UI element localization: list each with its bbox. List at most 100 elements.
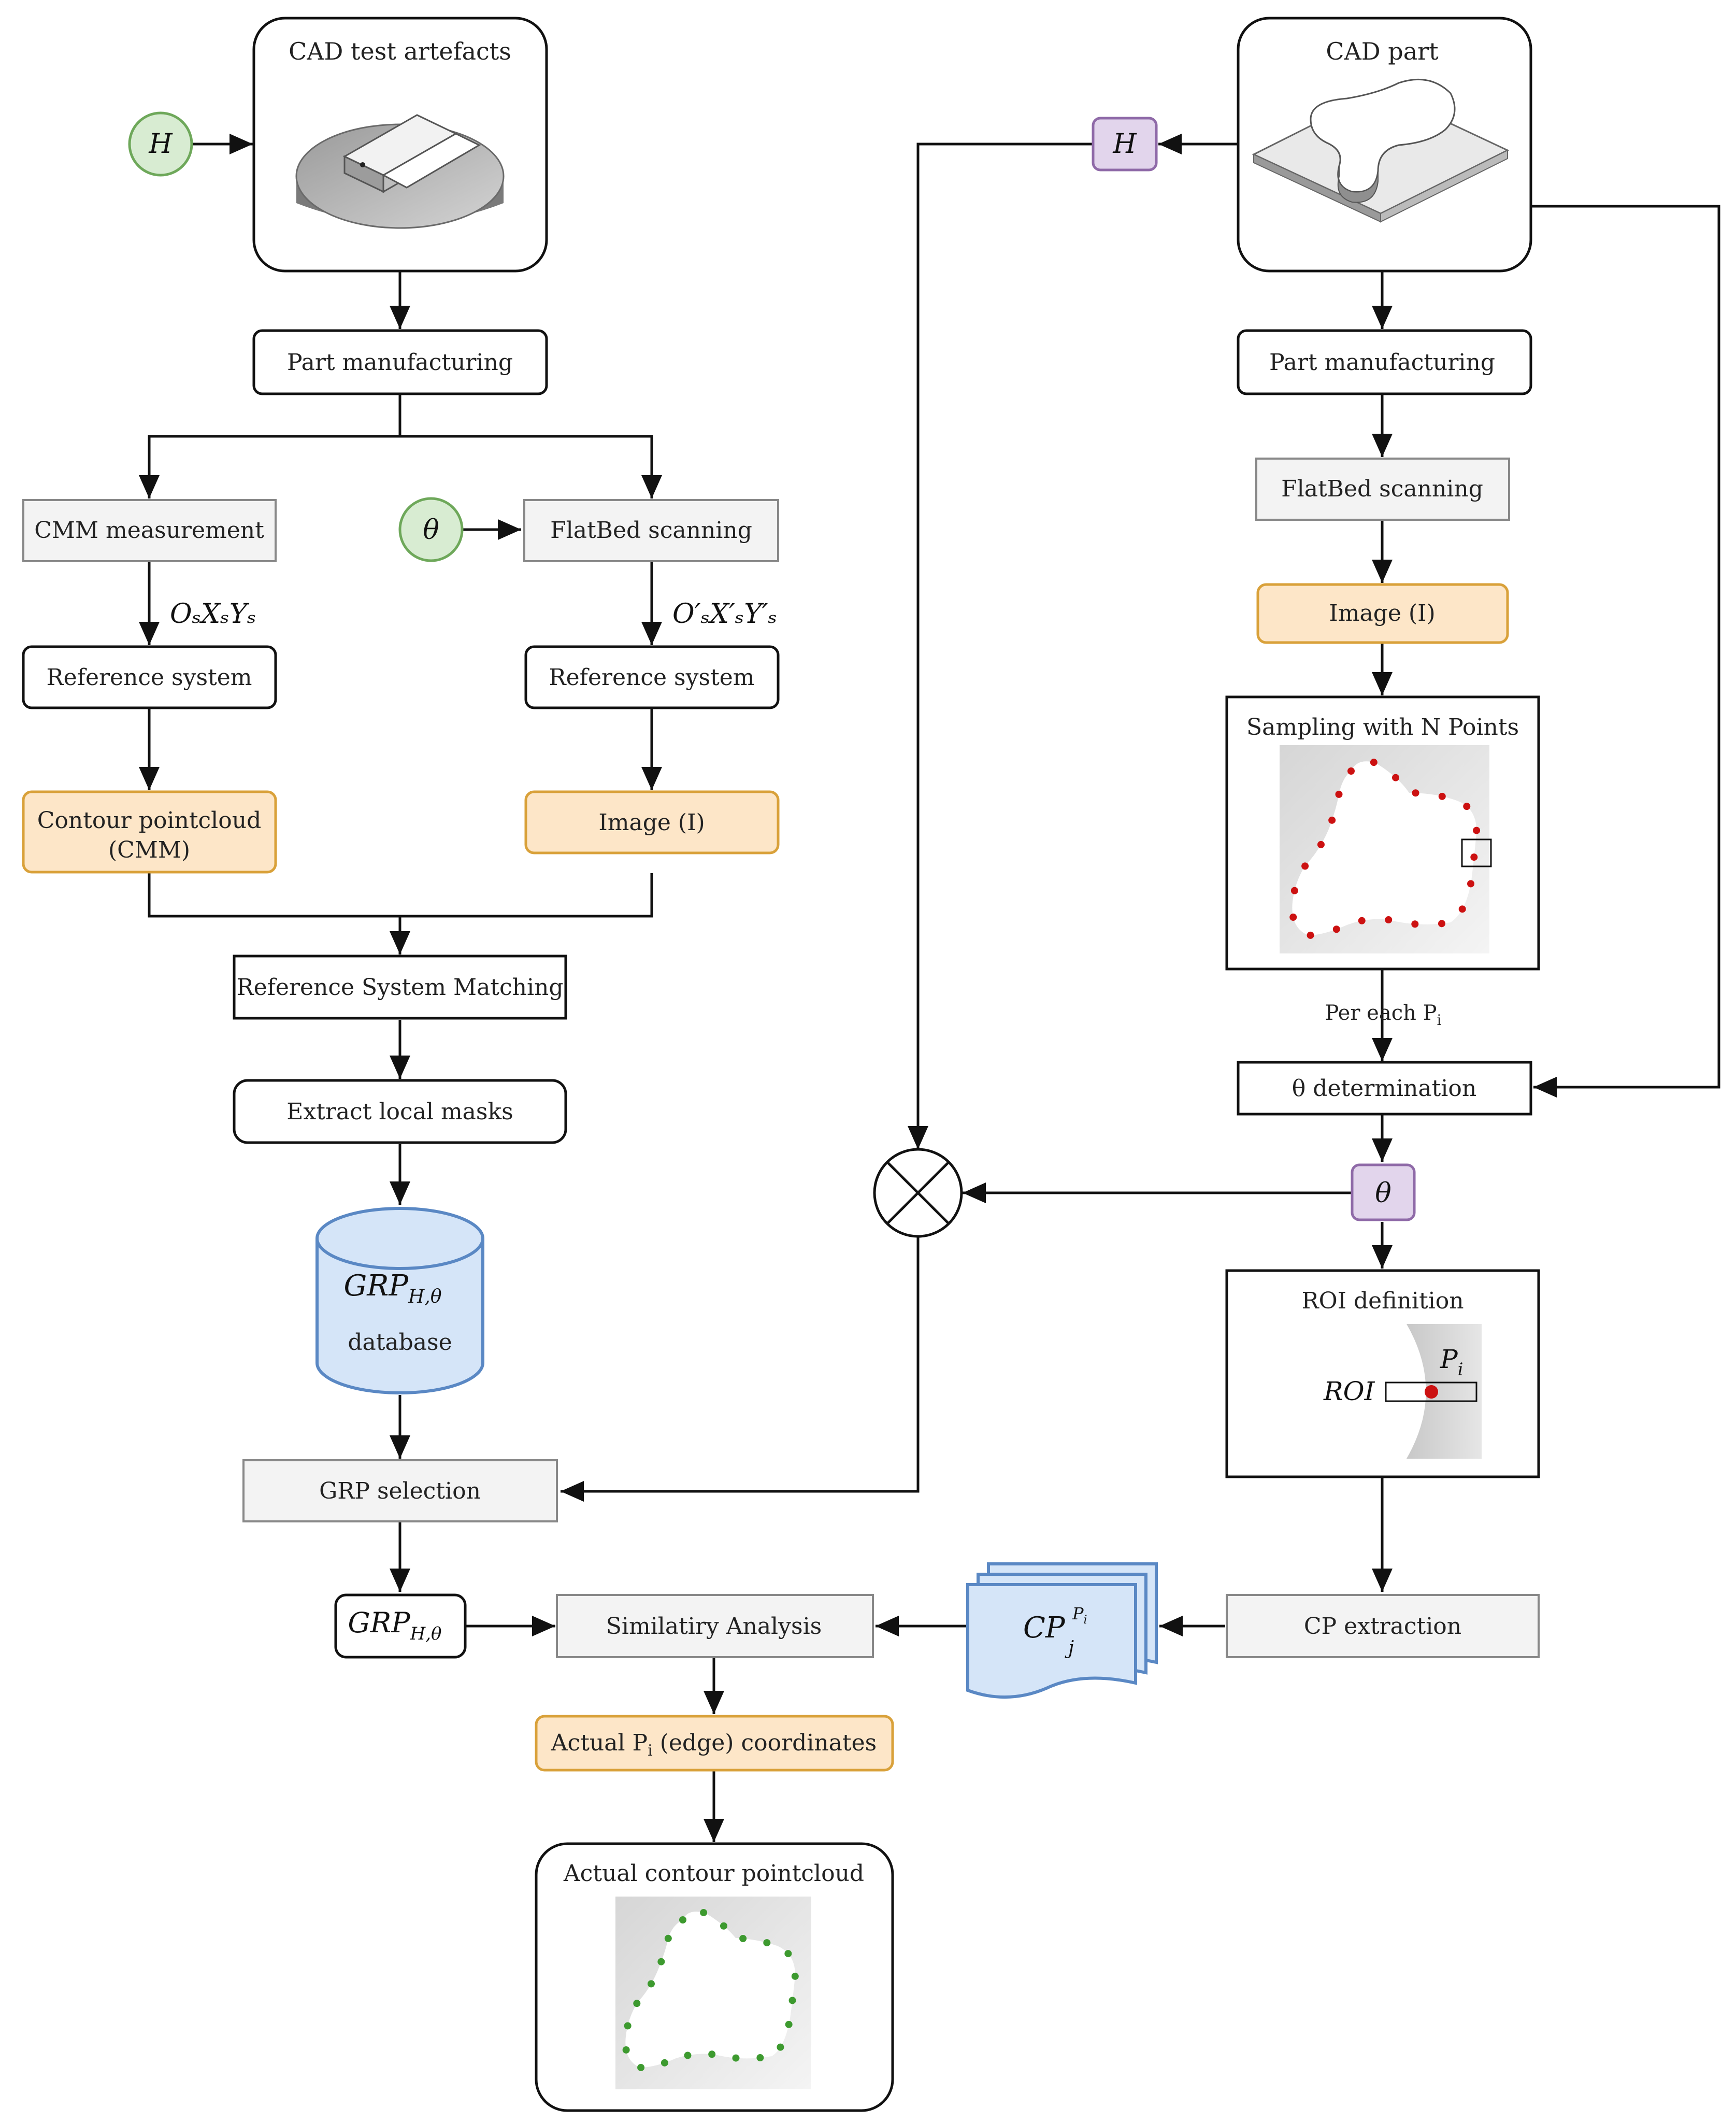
node-grp-h-theta[interactable]: GRPH,θ [334, 1593, 467, 1659]
node-extract-local-masks[interactable]: Extract local masks [233, 1079, 567, 1144]
svg-text:Actual Pi (edge) coordinates: Actual Pi (edge) coordinates [551, 1730, 877, 1760]
contour-point [720, 1922, 727, 1930]
contour-point [664, 1934, 672, 1942]
svg-text:Per each Pi: Per each Pi [1325, 1001, 1442, 1029]
actual-contour-shape [625, 1911, 795, 2068]
contour-point [1328, 816, 1336, 824]
svg-text:Pi: Pi [1440, 1344, 1464, 1380]
contour-point [784, 1950, 792, 1958]
node-label: Actual contour pointcloud [563, 1860, 864, 1887]
db-symbol: GRP [343, 1269, 409, 1303]
node-label: H [148, 129, 173, 160]
cmm-axes-label: OₛXₛYₛ [170, 599, 256, 630]
edge-manuf-to-flatbed [400, 435, 662, 498]
cp-sup: P [1072, 1604, 1084, 1623]
grp-symbol: GRP [348, 1606, 411, 1639]
node-label: Reference system [46, 664, 252, 691]
node-grp-selection[interactable]: GRP selection [242, 1459, 558, 1522]
node-flatbed-scanning-right[interactable]: FlatBed scanning [1255, 458, 1510, 521]
actual-pre: Actual P [551, 1730, 648, 1756]
roi-image [1407, 1324, 1482, 1459]
contour-point [1438, 792, 1446, 800]
node-theta-determination[interactable]: θ determination [1237, 1061, 1532, 1116]
actual-sub: i [648, 1742, 653, 1760]
contour-point [684, 2051, 692, 2059]
node-part-manufacturing-left[interactable]: Part manufacturing [252, 329, 548, 395]
node-cmm-measurement[interactable]: CMM measurement [22, 499, 277, 562]
node-label: Part manufacturing [1269, 349, 1495, 376]
node-theta-input-left[interactable]: θ [398, 497, 464, 562]
node-contour-pointcloud-cmm[interactable]: Contour pointcloud (CMM) [22, 790, 277, 874]
node-label: FlatBed scanning [1281, 476, 1483, 502]
roi-label: ROI [1323, 1376, 1375, 1406]
node-cp-documents[interactable]: CP j Pi [966, 1562, 1158, 1699]
node-multiply[interactable] [873, 1148, 963, 1238]
contour-point [1392, 774, 1400, 781]
roi-window [1385, 1381, 1477, 1402]
contour-point [637, 2063, 645, 2071]
node-cp-extraction[interactable]: CP extraction [1226, 1594, 1540, 1658]
contour-point [1317, 840, 1325, 848]
node-actual-coordinates[interactable]: Actual Pi (edge) coordinates [535, 1715, 894, 1772]
contour-point [1347, 767, 1355, 775]
contour-point [657, 1958, 665, 1965]
scan-axes-label: O′ₛX′ₛY′ₛ [672, 599, 777, 630]
node-label: Reference system [549, 664, 754, 691]
node-cad-part[interactable]: CAD part [1237, 17, 1532, 273]
roi-point [1425, 1385, 1438, 1399]
node-h-param[interactable]: H [1092, 117, 1158, 172]
node-reference-system-matching[interactable]: Reference System Matching [233, 954, 567, 1020]
sampling-highlight-box [1461, 838, 1492, 867]
node-part-manufacturing-right[interactable]: Part manufacturing [1237, 329, 1532, 395]
node-label: Extract local masks [286, 1099, 513, 1125]
node-cad-test-artefacts[interactable]: CAD test artefacts [252, 17, 548, 273]
contour-point [1411, 920, 1419, 928]
multiply-icon [886, 1161, 950, 1224]
node-label: ROI definition [1301, 1288, 1464, 1314]
contour-point [1467, 880, 1475, 888]
edge-contour-to-matching [148, 873, 410, 954]
node-label: θ [423, 515, 439, 546]
node-roi-definition[interactable]: ROI definition ROI Pi [1225, 1269, 1540, 1478]
cad-test-artefact-illustration [295, 114, 505, 229]
grp-subscript: H,θ [410, 1623, 442, 1644]
contour-point [1370, 759, 1378, 766]
contour-point [661, 2059, 668, 2067]
node-flatbed-scanning-left[interactable]: FlatBed scanning [523, 499, 779, 562]
node-image-right[interactable]: Image (I) [1256, 583, 1509, 644]
node-label: H [1112, 129, 1137, 160]
node-label: CP extraction [1304, 1613, 1461, 1640]
per-each-label: Per each P [1325, 1001, 1437, 1025]
node-label: CMM measurement [34, 517, 264, 544]
contour-point [633, 2000, 641, 2007]
node-similarity-analysis[interactable]: Similatiry Analysis [556, 1594, 874, 1658]
node-grp-database[interactable]: GRPH,θ database [315, 1207, 484, 1394]
per-each-sub: i [1437, 1011, 1441, 1029]
node-label: CAD test artefacts [289, 37, 511, 65]
svg-text:GRPH,θ: GRPH,θ [343, 1269, 441, 1307]
node-theta-param[interactable]: θ [1351, 1163, 1416, 1221]
node-label: Image (I) [1329, 600, 1435, 626]
contour-point [679, 1916, 686, 1923]
node-reference-system-b[interactable]: Reference system [524, 645, 780, 709]
contour-point [1358, 917, 1366, 924]
node-image-left[interactable]: Image (I) [524, 790, 780, 854]
contour-point [1438, 920, 1445, 928]
node-label-line1: Contour pointcloud [37, 807, 261, 834]
node-reference-system-a[interactable]: Reference system [22, 645, 277, 709]
node-h-input-left[interactable]: H [128, 111, 193, 177]
node-sampling[interactable]: Sampling with N Points [1225, 695, 1540, 971]
node-actual-contour-pointcloud[interactable]: Actual contour pointcloud [535, 1842, 894, 2112]
sampling-contour [1292, 761, 1477, 935]
contour-point [1473, 827, 1481, 834]
contour-point [1332, 925, 1340, 933]
contour-point [777, 2043, 784, 2051]
edges [139, 134, 1720, 1842]
contour-point [763, 1939, 771, 1947]
edge-image-to-matching [400, 873, 653, 918]
node-label: Image (I) [598, 809, 705, 836]
contour-point [624, 2022, 632, 2030]
contour-point [1335, 790, 1343, 798]
node-label-line2: (CMM) [108, 837, 190, 863]
